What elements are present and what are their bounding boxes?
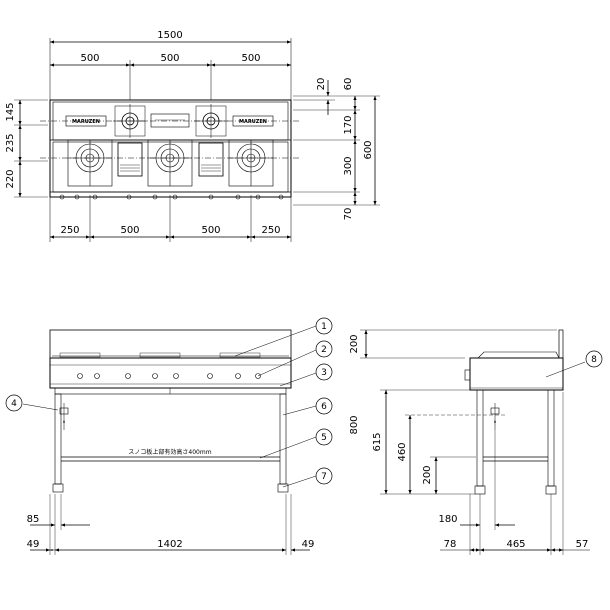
dim-depth-total: 600 [363,140,374,159]
dim-inner-width: 1402 [157,539,182,550]
dim-shelf-height-upper: 460 [397,442,408,461]
dim-bottom-segment-4: 250 [261,225,280,236]
dim-left-1: 145 [5,102,16,121]
dim-right-4: 300 [343,156,354,175]
dim-front-overhang: 78 [444,539,457,550]
dim-shelf-height-lower: 200 [422,465,433,484]
dim-left-3: 220 [5,169,16,188]
dim-left-2: 235 [5,133,16,152]
dim-back-guard-height: 200 [349,334,360,353]
callout-4: 4 [11,399,17,409]
dim-rear-overhang: 57 [576,539,589,550]
dim-right-5: 70 [343,208,354,221]
dim-right-side: 49 [302,539,315,550]
dim-right-2: 60 [343,78,354,91]
callout-7: 7 [321,472,327,482]
dim-inlet-offset: 180 [438,514,457,525]
dim-right-1: 20 [316,78,327,91]
callout-2: 2 [321,345,327,355]
callout-1: 1 [321,322,327,332]
dim-right-3: 170 [343,115,354,134]
brand-label-right: MARUZEN [239,119,267,125]
dim-left-side: 49 [27,539,40,550]
dim-leg-span: 465 [506,539,525,550]
shelf-note: スノコ板上部有効高さ400mm [128,448,211,456]
front-view-labels: スノコ板上部有効高さ400mm 85 49 1402 49 1 2 3 4 6 … [11,322,327,550]
side-view-labels: 200 800 615 460 200 180 78 465 57 8 [349,334,597,550]
dim-gas-inlet-height: 615 [372,432,383,451]
brand-label-left: MARUZEN [72,119,100,125]
plan-view [14,38,380,242]
dim-total-height: 800 [349,415,360,434]
plan-view-labels: 1500 500 500 500 250 500 500 250 145 235… [5,30,374,236]
dim-overall-width: 1500 [157,30,182,41]
dim-bottom-segment-2: 500 [120,225,139,236]
dim-top-segment-3: 500 [241,53,260,64]
dim-bottom-segment-1: 250 [60,225,79,236]
dim-top-segment-2: 500 [160,53,179,64]
front-view [5,317,333,555]
callout-6: 6 [321,402,327,412]
side-view [360,329,603,555]
dim-leg-offset: 85 [27,514,40,525]
callout-8: 8 [591,355,597,365]
callout-5: 5 [321,433,327,443]
dim-top-segment-1: 500 [80,53,99,64]
callout-3: 3 [321,368,327,378]
dim-bottom-segment-3: 500 [201,225,220,236]
